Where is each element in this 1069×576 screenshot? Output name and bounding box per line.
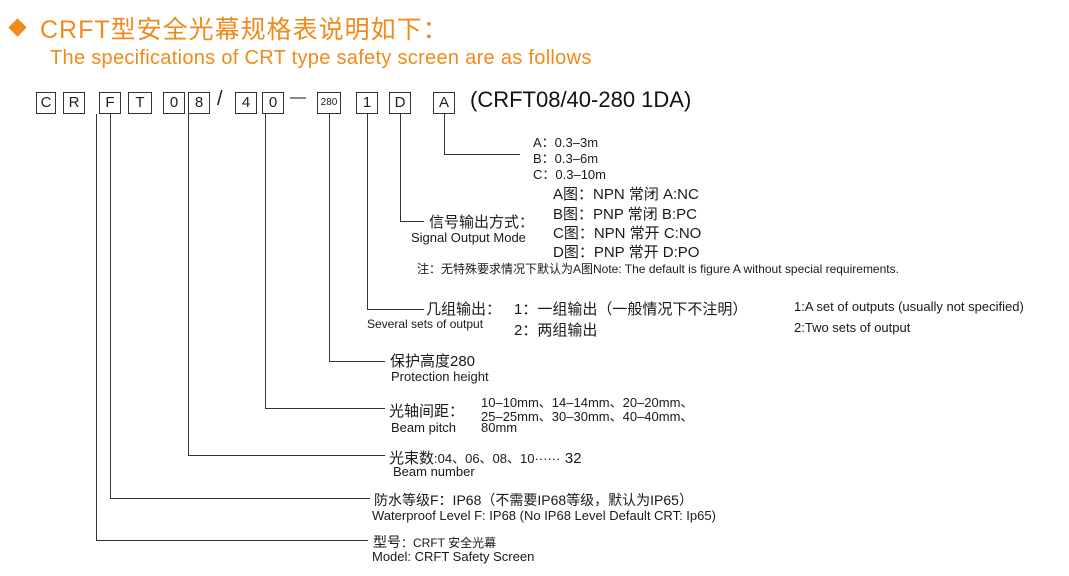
code-cell-c: C (36, 92, 56, 114)
range-b: B：0.3–6m (533, 151, 599, 166)
page-title-cn: CRFT型安全光幕规格表说明如下： (40, 16, 449, 44)
code-slash: / (217, 88, 223, 110)
code-cell-4: 4 (235, 92, 257, 114)
range-a: A：0.3–3m (533, 135, 599, 150)
protection-label-cn: 保护高度280 (390, 353, 476, 370)
code-cell-1: 1 (356, 92, 378, 114)
pitch-values-line-1: 10–10mm、14–14mm、20–20mm、 (481, 395, 694, 410)
range-c: C：0.3–10m (533, 167, 606, 182)
code-cell-0: 0 (163, 92, 185, 114)
beams-values: :04、06、08、10······ (434, 451, 561, 466)
output-mode-label-cn: 信号输出方式： (429, 214, 535, 231)
output-mode-label-en: Signal Output Mode (411, 230, 526, 245)
code-cell-280: 280 (317, 92, 341, 114)
beams-max: 32 (564, 450, 582, 467)
beams-label-en: Beam number (393, 464, 475, 479)
diamond-bullet-icon (8, 18, 27, 37)
groups-option-2-en: 2:Two sets of output (794, 320, 911, 335)
code-cell-8: 8 (188, 92, 210, 114)
groups-label-en: Several sets of output (367, 317, 484, 331)
code-cell-0b: 0 (262, 92, 284, 114)
model-label-en: Model: CRFT Safety Screen (372, 549, 535, 564)
full-model-code: (CRFT08/40-280 1DA) (470, 87, 692, 112)
model-label-cn: 型号 (373, 534, 401, 550)
model-value-cn: ：CRFT 安全光幕 (401, 536, 497, 550)
beams-label-cn: 光束数 (389, 450, 435, 467)
pitch-label-en: Beam pitch (391, 420, 457, 435)
code-cell-a: A (433, 92, 455, 114)
groups-label-cn: 几组输出： (426, 301, 502, 318)
code-cell-f: F (99, 92, 121, 114)
groups-option-2-cn: 2：两组输出 (514, 322, 598, 339)
waterproof-label-cn: 防水等级F：IP68（不需要IP68等级，默认为IP65） (374, 492, 693, 508)
groups-option-1-cn: 1：一组输出（一般情况下不注明） (514, 301, 748, 318)
pitch-values-line-3: 80mm (481, 420, 518, 435)
output-mode-option-b: B图：PNP 常闭 B:PC (553, 206, 697, 223)
page-title-en: The specifications of CRT type safety sc… (50, 47, 592, 69)
output-mode-option-d: D图：PNP 常开 D:PO (553, 244, 700, 261)
beams-row: 光束数:04、06、08、10······ 32 (389, 447, 582, 468)
pitch-values-line-2: 25–25mm、30–30mm、40–40mm、 (481, 409, 694, 424)
waterproof-label-en: Waterproof Level F: IP68 (No IP68 Level … (372, 508, 716, 523)
code-cell-r: R (63, 92, 85, 114)
protection-label-en: Protection height (391, 369, 489, 384)
code-cell-t: T (128, 92, 152, 114)
output-mode-option-a: A图：NPN 常闭 A:NC (553, 186, 699, 203)
output-mode-option-c: C图：NPN 常开 C:NO (553, 225, 702, 242)
pitch-label-cn: 光轴间距： (389, 403, 465, 420)
model-row: 型号：CRFT 安全光幕 (373, 532, 496, 552)
groups-option-1-en: 1:A set of outputs (usually not specifie… (794, 299, 1024, 314)
code-cell-d: D (389, 92, 411, 114)
output-mode-note: 注：无特殊要求情况下默认为A图Note: The default is figu… (417, 262, 899, 276)
code-dash: — (290, 89, 306, 106)
